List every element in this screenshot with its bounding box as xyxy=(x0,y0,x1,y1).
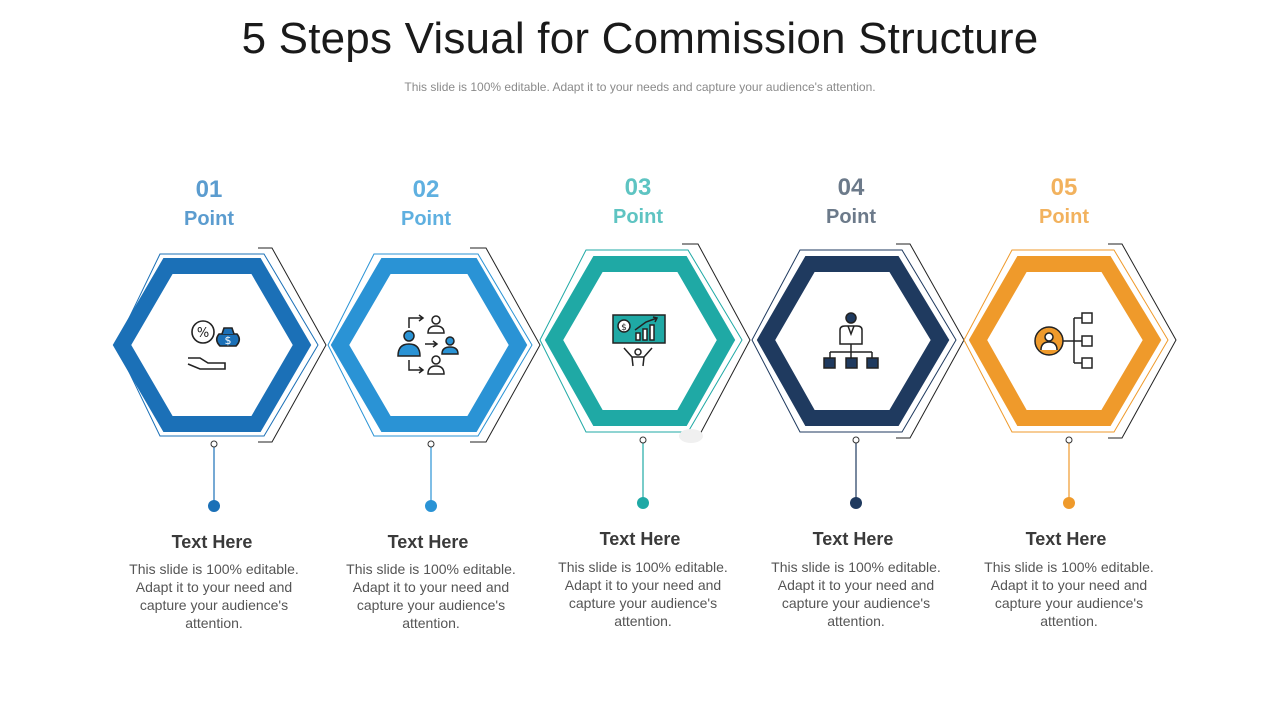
step-3-heading: Text Here xyxy=(599,529,681,549)
step-3-description: This slide is 100% editable. Adapt it to… xyxy=(558,559,728,629)
step-1-number: 01 xyxy=(195,176,223,203)
step-5-arc xyxy=(1108,243,1177,439)
step-1-graphic: % $ xyxy=(112,247,327,512)
svg-text:%: % xyxy=(197,326,209,341)
step-5-outer-outline xyxy=(963,249,1169,433)
step-3-shadow xyxy=(679,429,703,443)
step-2-dot xyxy=(425,500,437,512)
step-1-small-dot xyxy=(210,440,218,448)
step-2-number: 02 xyxy=(412,176,440,203)
step-4-small-dot xyxy=(852,436,860,444)
step-1-arc xyxy=(258,247,327,443)
step-4-dot xyxy=(850,497,862,509)
step-1-description: This slide is 100% editable. Adapt it to… xyxy=(129,561,299,631)
svg-text:$: $ xyxy=(621,323,627,333)
money-growth-icon: $ xyxy=(612,314,666,367)
step-4-heading: Text Here xyxy=(812,529,894,549)
step-3-graphic: $ xyxy=(539,243,751,509)
step-5-number: 05 xyxy=(1050,174,1078,201)
step-2-outer-outline xyxy=(327,253,533,437)
step-4-description: This slide is 100% editable. Adapt it to… xyxy=(771,559,941,629)
step-1-heading: Text Here xyxy=(171,532,253,552)
slide-subtitle: This slide is 100% editable. Adapt it to… xyxy=(404,80,876,94)
step-2-arc xyxy=(470,247,541,443)
step-1-outer-outline xyxy=(115,253,319,437)
step-5-label: Point xyxy=(1039,206,1089,228)
svg-text:$: $ xyxy=(225,334,232,347)
step-5-graphic xyxy=(963,243,1177,509)
step-2-heading: Text Here xyxy=(387,532,469,552)
step-4-outer-outline xyxy=(751,249,957,433)
hierarchy-icon xyxy=(823,312,879,369)
step-2-hexagon[interactable] xyxy=(330,258,528,432)
step-5-small-dot xyxy=(1065,436,1073,444)
step-3-label: Point xyxy=(613,206,663,228)
step-5-dot xyxy=(1063,497,1075,509)
step-5-heading: Text Here xyxy=(1025,529,1107,549)
step-4-graphic xyxy=(751,243,965,509)
commission-money-hand-icon: % $ xyxy=(187,320,241,370)
step-2-small-dot xyxy=(427,440,435,448)
step-1-label: Point xyxy=(184,208,234,230)
step-1-hexagon[interactable] xyxy=(112,258,312,432)
step-1-dot xyxy=(208,500,220,512)
step-2-graphic xyxy=(327,247,541,512)
org-structure-icon xyxy=(1034,312,1093,369)
slide-title: 5 Steps Visual for Commission Structure xyxy=(241,14,1039,63)
step-4-label: Point xyxy=(826,206,876,228)
step-4-hexagon[interactable] xyxy=(756,256,950,426)
step-5-description: This slide is 100% editable. Adapt it to… xyxy=(984,559,1154,629)
step-2-description: This slide is 100% editable. Adapt it to… xyxy=(346,561,516,631)
step-3-number: 03 xyxy=(624,174,652,201)
step-2-label: Point xyxy=(401,208,451,230)
step-3-small-dot xyxy=(639,436,647,444)
referral-network-icon xyxy=(397,314,459,375)
step-5-hexagon[interactable] xyxy=(968,256,1162,426)
step-4-number: 04 xyxy=(837,174,865,201)
step-3-hexagon[interactable] xyxy=(544,256,736,426)
step-3-dot xyxy=(637,497,649,509)
